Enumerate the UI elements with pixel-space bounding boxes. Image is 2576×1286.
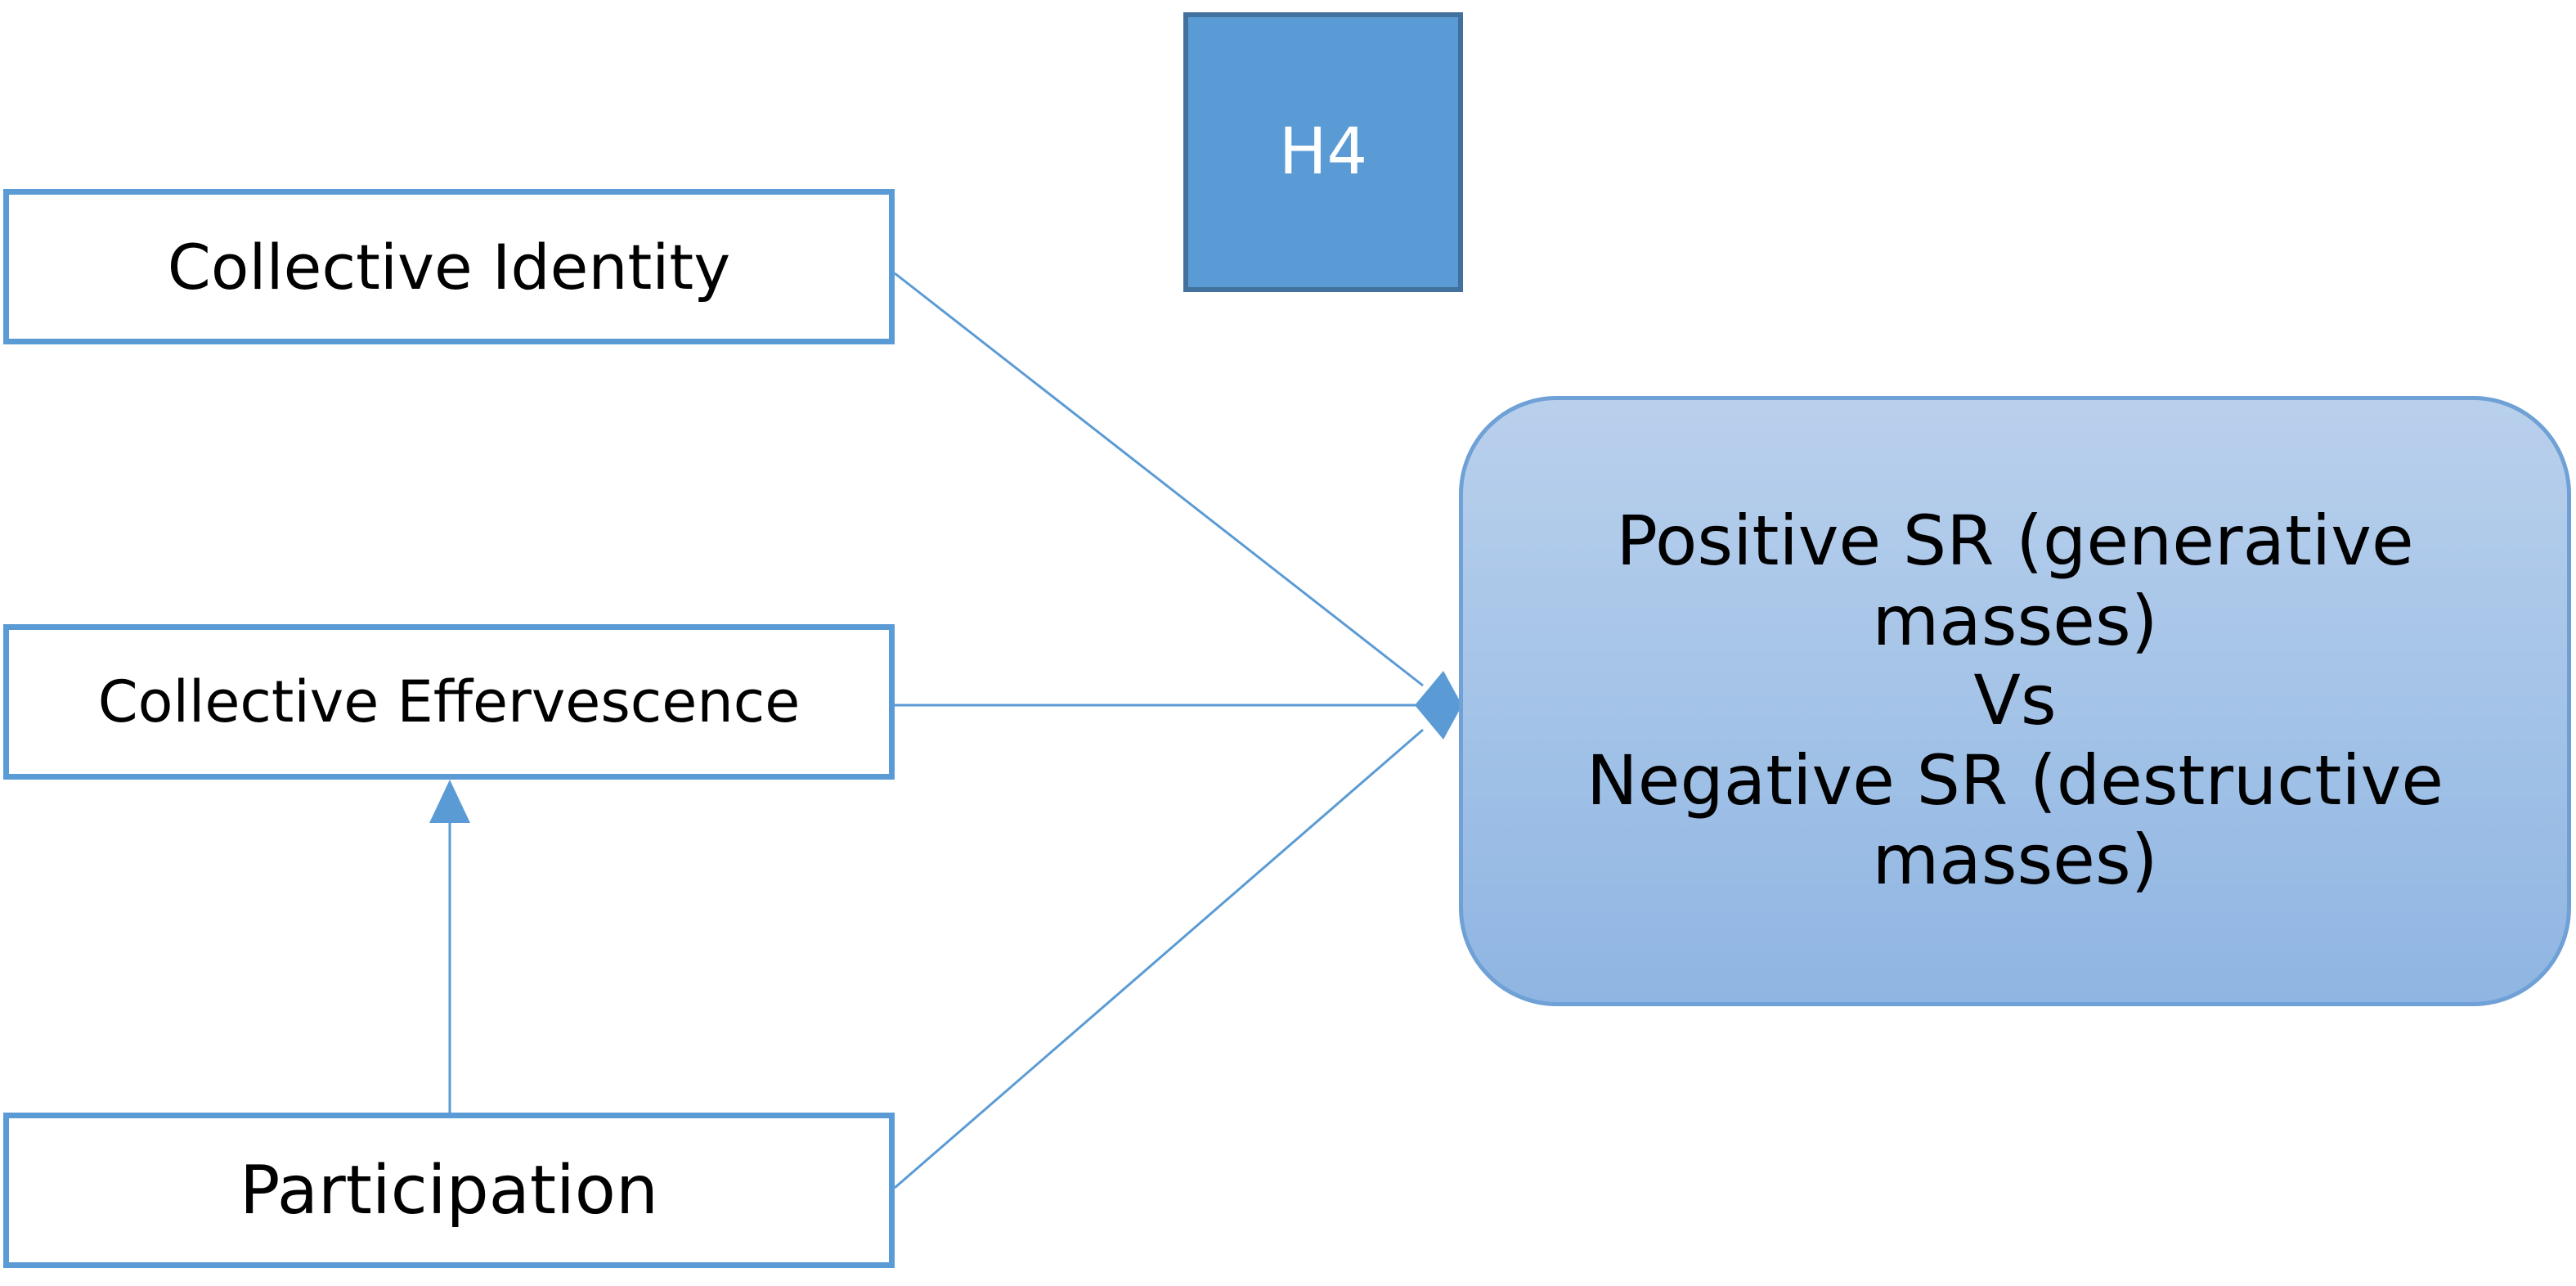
collective-identity-label: Collective Identity [167,230,731,304]
participation-label: Participation [240,1151,658,1230]
edge-identity-to-outcome [894,272,1424,687]
hypothesis-box: H4 [1183,12,1463,292]
outcome-line-2: masses) [1872,580,2158,661]
arrowhead-into-outcome [1415,671,1462,740]
hypothesis-label: H4 [1278,115,1368,189]
outcome-node: Positive SR (generative masses) Vs Negat… [1459,396,2571,1006]
outcome-line-5: masses) [1872,820,2158,901]
outcome-line-3: Vs [1973,660,2057,741]
collective-effervescence-node: Collective Effervescence [3,624,895,780]
arrowhead-into-effervescence [429,780,470,823]
participation-node: Participation [3,1113,895,1268]
outcome-line-1: Positive SR (generative [1616,501,2414,582]
outcome-line-4: Negative SR (destructive [1586,740,2444,821]
edge-participation-to-outcome [894,728,1424,1189]
collective-identity-node: Collective Identity [3,189,895,344]
collective-effervescence-label: Collective Effervescence [97,668,801,735]
